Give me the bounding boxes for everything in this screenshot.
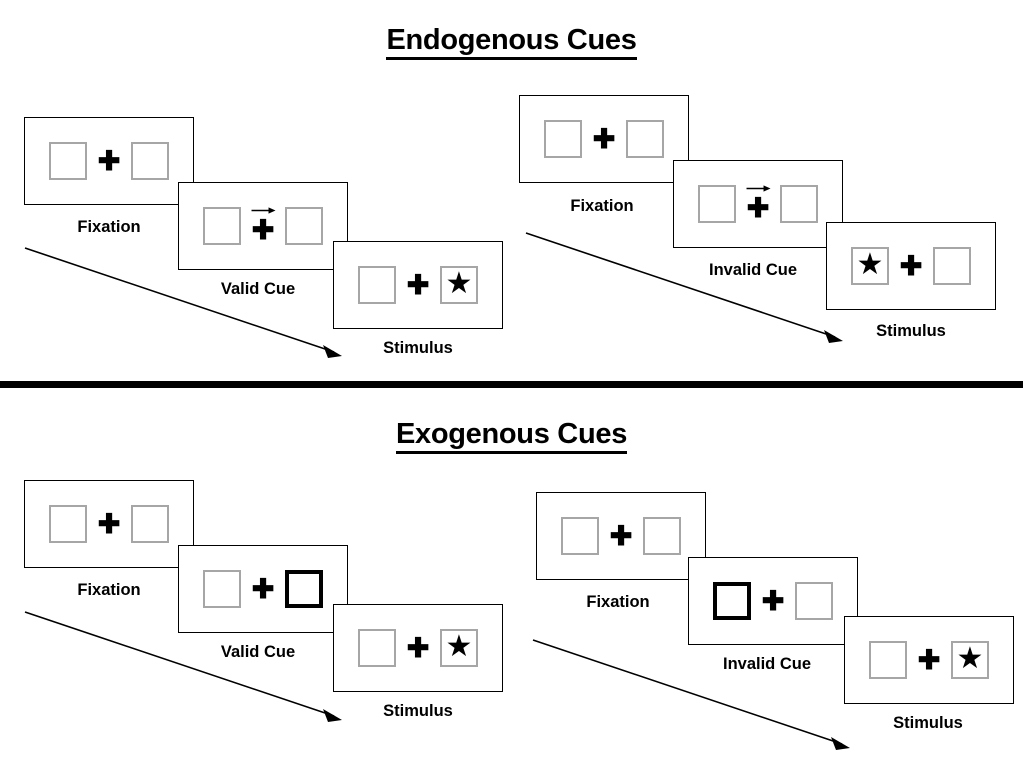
section-title-exogenous-text: Exogenous Cues (395, 418, 627, 454)
time-arrow-exogenous-valid (24, 611, 342, 722)
time-arrow-endogenous-invalid (525, 232, 843, 343)
cue-right-arrow-icon (251, 207, 276, 214)
target-star-icon: ★ (956, 642, 984, 675)
panel-label-endogenous-invalid-stimulus: Stimulus (876, 322, 946, 340)
fixation-cross-icon: ✚ (761, 585, 785, 616)
panel-endogenous-invalid-fixation[interactable]: ✚ (519, 95, 689, 183)
fixation-cross-icon: ✚ (97, 508, 121, 539)
fixation-cross-icon: ✚ (592, 123, 616, 154)
panel-exogenous-invalid-fixation[interactable]: ✚ (536, 492, 706, 580)
fixation-cross-container: ✚ (241, 204, 285, 248)
stimulus-box-left (544, 120, 582, 158)
stimulus-box-left (358, 629, 396, 667)
fixation-cross-icon: ✚ (917, 644, 941, 675)
panel-exogenous-invalid-stimulus[interactable]: ✚ ★ (844, 616, 1014, 704)
stimulus-box-left-cued (713, 582, 751, 620)
fixation-cross-icon: ✚ (609, 520, 633, 551)
fixation-cross-icon: ✚ (406, 269, 430, 300)
panel-label-exogenous-valid-stimulus: Stimulus (383, 702, 453, 720)
stimulus-box-left (561, 517, 599, 555)
stimulus-box-right: ★ (951, 641, 989, 679)
stimulus-box-left (358, 266, 396, 304)
panel-label-endogenous-valid-stimulus: Stimulus (383, 339, 453, 357)
panel-label-endogenous-invalid-cue: Invalid Cue (708, 261, 798, 279)
fixation-cross-container: ✚ (241, 567, 285, 611)
time-arrow-endogenous-valid (24, 247, 342, 358)
panel-endogenous-invalid-cue[interactable]: ✚ (673, 160, 843, 248)
stimulus-box-left (49, 505, 87, 543)
panel-endogenous-valid-fixation[interactable]: ✚ (24, 117, 194, 205)
stimulus-box-right (626, 120, 664, 158)
stimulus-box-right: ★ (440, 629, 478, 667)
section-endogenous: Endogenous Cues ✚ Fixation ✚ (0, 24, 1023, 358)
stimulus-box-right (131, 142, 169, 180)
section-title-endogenous-text: Endogenous Cues (386, 24, 637, 60)
panel-endogenous-valid-cue[interactable]: ✚ (178, 182, 348, 270)
stimulus-box-left (203, 570, 241, 608)
time-arrow-exogenous-invalid (532, 639, 850, 750)
panel-endogenous-invalid-stimulus[interactable]: ★ ✚ (826, 222, 996, 310)
panel-label-endogenous-valid-fixation: Fixation (77, 218, 141, 236)
stimulus-box-right (131, 505, 169, 543)
section-divider (0, 381, 1023, 388)
fixation-cross-container: ✚ (751, 579, 795, 623)
stimulus-box-right-cued (285, 570, 323, 608)
stimulus-box-left (869, 641, 907, 679)
panel-label-exogenous-valid-fixation: Fixation (77, 581, 141, 599)
stimulus-box-right (780, 185, 818, 223)
stimulus-box-right (643, 517, 681, 555)
stimulus-box-right: ★ (440, 266, 478, 304)
fixation-cross-icon: ✚ (406, 632, 430, 663)
target-star-icon: ★ (856, 248, 884, 281)
panel-endogenous-valid-stimulus[interactable]: ✚ ★ (333, 241, 503, 329)
panel-exogenous-valid-cue[interactable]: ✚ (178, 545, 348, 633)
panel-exogenous-valid-fixation[interactable]: ✚ (24, 480, 194, 568)
panel-exogenous-valid-stimulus[interactable]: ✚ ★ (333, 604, 503, 692)
stimulus-box-right (933, 247, 971, 285)
panel-label-exogenous-valid-cue: Valid Cue (220, 643, 296, 661)
fixation-cross-icon: ✚ (251, 214, 275, 245)
section-exogenous: Exogenous Cues ✚ Fixation ✚ Valid Cue (0, 392, 1023, 767)
fixation-cross-icon: ✚ (251, 573, 275, 604)
cue-right-arrow-icon (746, 185, 771, 192)
fixation-cross-icon: ✚ (746, 192, 770, 223)
fixation-cross-container: ✚ (396, 263, 440, 307)
target-star-icon: ★ (445, 630, 473, 663)
section-title-exogenous: Exogenous Cues (0, 418, 1023, 454)
stimulus-box-left (698, 185, 736, 223)
section-title-endogenous: Endogenous Cues (0, 24, 1023, 60)
fixation-cross-icon: ✚ (899, 250, 923, 281)
panel-label-endogenous-valid-cue: Valid Cue (220, 280, 296, 298)
fixation-cross-container: ✚ (889, 244, 933, 288)
fixation-cross-icon: ✚ (97, 145, 121, 176)
fixation-cross-container: ✚ (736, 182, 780, 226)
fixation-cross-container: ✚ (907, 638, 951, 682)
panel-exogenous-invalid-cue[interactable]: ✚ (688, 557, 858, 645)
panel-label-exogenous-invalid-fixation: Fixation (586, 593, 650, 611)
panel-label-endogenous-invalid-fixation: Fixation (570, 197, 634, 215)
stimulus-box-right (795, 582, 833, 620)
panel-label-exogenous-invalid-stimulus: Stimulus (893, 714, 963, 732)
panel-label-exogenous-invalid-cue: Invalid Cue (722, 655, 812, 673)
fixation-cross-container: ✚ (582, 117, 626, 161)
stimulus-box-left (203, 207, 241, 245)
stimulus-box-left (49, 142, 87, 180)
target-star-icon: ★ (445, 267, 473, 300)
stimulus-box-right (285, 207, 323, 245)
fixation-cross-container: ✚ (396, 626, 440, 670)
stimulus-box-left: ★ (851, 247, 889, 285)
fixation-cross-container: ✚ (87, 502, 131, 546)
fixation-cross-container: ✚ (87, 139, 131, 183)
fixation-cross-container: ✚ (599, 514, 643, 558)
